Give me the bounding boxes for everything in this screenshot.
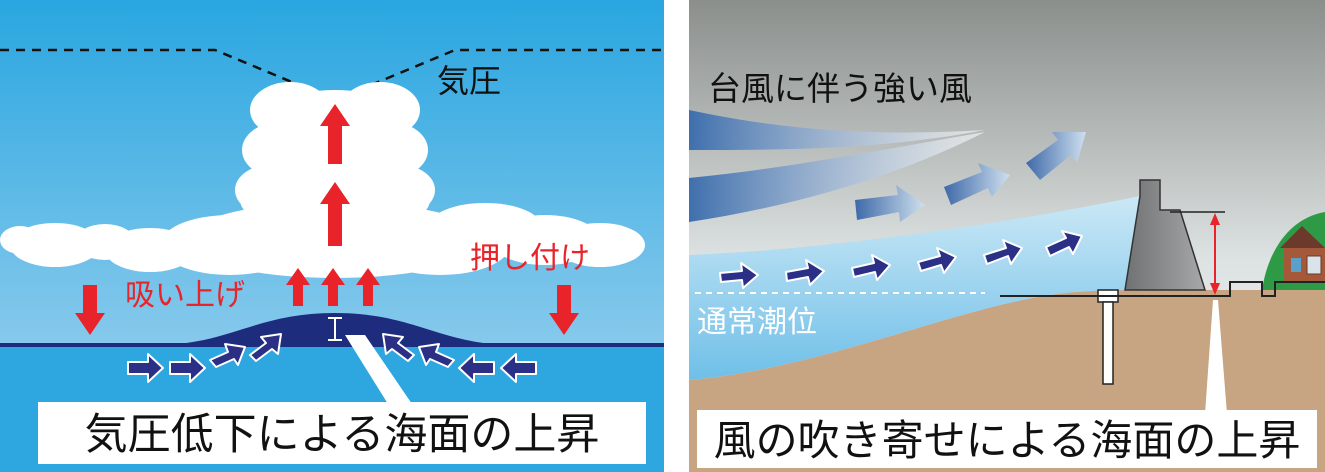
push-arrow-right <box>549 285 579 335</box>
water-push-arrows <box>719 230 1083 289</box>
inflow-arrow <box>169 353 206 383</box>
right-panel: 台風に伴う強い風 通常潮位 風の吹き寄せによる海面の上昇 <box>689 0 1325 472</box>
inflow-arrow <box>458 353 495 383</box>
inflow-arrow <box>127 353 164 383</box>
wind-arrow <box>855 185 925 222</box>
callout-pointer <box>345 335 412 404</box>
inflow-arrows <box>127 333 537 383</box>
ground-profile-line <box>1205 281 1325 297</box>
wind-streams <box>689 110 985 222</box>
seawall <box>1124 179 1207 291</box>
water-arrow <box>983 239 1023 265</box>
push-arrows <box>75 285 579 335</box>
inflow-arrow <box>418 343 455 368</box>
left-caption: 気圧低下による海面の上昇 <box>85 410 600 460</box>
right-caption-box <box>697 410 1317 468</box>
normal-tide-label: 通常潮位 <box>697 305 817 340</box>
inflow-arrow <box>500 353 537 383</box>
suction-arrow-center <box>321 268 345 306</box>
suction-arrow-left <box>286 268 310 306</box>
water-arrow <box>719 262 759 289</box>
push-arrow-left <box>75 285 105 335</box>
water-arrow <box>1045 230 1083 257</box>
wind-stream <box>689 132 985 222</box>
wind-arrow <box>1026 132 1086 180</box>
suction-arrows <box>286 268 380 306</box>
left-caption-box <box>38 402 646 464</box>
updraft-arrow-middle <box>320 182 350 246</box>
wind-arrow <box>944 163 1010 205</box>
wind-label: 台風に伴う強い風 <box>708 69 972 108</box>
wind-arrows <box>855 132 1086 222</box>
inflow-arrow <box>209 343 246 368</box>
panel-divider <box>664 0 689 472</box>
rise-height-marker <box>328 317 342 341</box>
push-label: 押し付け <box>470 241 590 276</box>
left-panel: 気圧 吸い上げ 押し付け 気圧低下による海面の上昇 <box>0 0 664 472</box>
inflow-arrow <box>382 333 415 362</box>
callout-pointer <box>1205 300 1227 414</box>
house <box>1280 226 1325 282</box>
updraft-arrow-top <box>320 104 350 164</box>
right-sea <box>689 196 1140 380</box>
updraft-arrows <box>320 104 350 246</box>
water-arrow <box>851 254 891 281</box>
suction-arrow-right <box>356 268 380 306</box>
water-arrow <box>917 247 957 274</box>
pressure-label: 気圧 <box>437 62 501 100</box>
suction-label: 吸い上げ <box>125 278 245 313</box>
inflow-arrow <box>249 333 282 362</box>
wind-stream <box>689 110 985 150</box>
right-caption: 風の吹き寄せによる海面の上昇 <box>714 416 1301 465</box>
surge-height-marker <box>1170 211 1225 297</box>
seawall-pile <box>1102 301 1114 385</box>
water-arrow <box>785 259 825 286</box>
